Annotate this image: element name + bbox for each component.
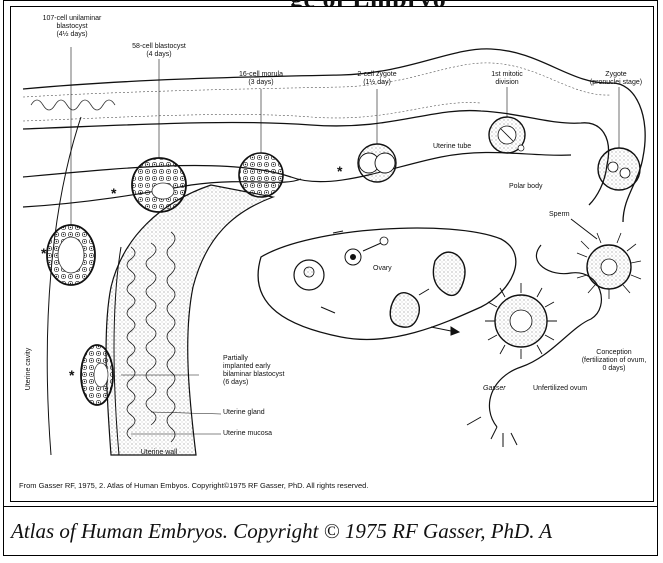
label-uterine-wall: Uterine wall [129, 449, 189, 457]
label-zygote-pronuclei: Zygote (pronuclei stage) [583, 71, 649, 87]
label-line: (1½ day) [351, 79, 403, 87]
zygote-pronuclei [598, 148, 640, 190]
label-uterine-gland: Uterine gland [223, 409, 265, 417]
label-uterine-tube: Uterine tube [433, 143, 471, 151]
caption-bar: Atlas of Human Embryos. Copyright © 1975… [3, 506, 658, 556]
label-partially-implanted: Partially implanted early bilaminar blas… [223, 355, 284, 387]
label-line: 1st mitotic [485, 71, 529, 79]
label-line: Conception [575, 349, 653, 357]
label-line: bilaminar blastocyst [223, 371, 284, 379]
figure-caption: Atlas of Human Embryos. Copyright © 1975… [11, 519, 552, 544]
label-first-mitotic: 1st mitotic division [485, 71, 529, 87]
label-line: (6 days) [223, 379, 284, 387]
label-line: (fertilization of ovum, [575, 357, 653, 365]
label-morula-16: 16-cell morula (3 days) [233, 71, 289, 87]
label-ovary: Ovary [373, 265, 392, 273]
embryo-development-figure: 107-cell unilaminar blastocyst (4½ days)… [10, 6, 654, 502]
label-line: 107-cell unilaminar [41, 15, 103, 23]
label-line: (4½ days) [41, 31, 103, 39]
figure-drawing [11, 7, 654, 502]
label-line: Partially [223, 355, 284, 363]
zygote-2-cell [358, 144, 396, 182]
label-conception: Conception (fertilization of ovum, 0 day… [575, 349, 653, 373]
ovary [258, 228, 516, 340]
label-zygote-2cell: 2-cell zygote (1½ day) [351, 71, 403, 87]
label-line: (4 days) [123, 51, 195, 59]
star-marker: * [41, 245, 46, 261]
label-line: 0 days) [575, 365, 653, 373]
label-uterine-mucosa: Uterine mucosa [223, 430, 272, 438]
conception-ovum [577, 233, 641, 299]
label-blastocyst-58: 58-cell blastocyst (4 days) [123, 43, 195, 59]
label-line: blastocyst [41, 23, 103, 31]
label-sperm: Sperm [549, 211, 570, 219]
label-unfertilized-ovum: Unfertilized ovum [533, 385, 587, 393]
figure-credit: From Gasser RF, 1975, 2. Atlas of Human … [19, 481, 368, 490]
label-polar-body: Polar body [509, 183, 542, 191]
first-mitotic-division [489, 117, 525, 153]
label-uterine-cavity: Uterine cavity [25, 343, 33, 395]
label-line: division [485, 79, 529, 87]
morula-16 [239, 153, 283, 197]
partially-implanted-blastocyst [81, 345, 113, 405]
label-line: 16-cell morula [233, 71, 289, 79]
label-line: 2-cell zygote [351, 71, 403, 79]
artist-signature: Gasser [483, 385, 506, 393]
label-line: (pronuclei stage) [583, 79, 649, 87]
label-line: 58-cell blastocyst [123, 43, 195, 51]
star-marker: * [69, 367, 74, 383]
star-marker: * [337, 163, 342, 179]
label-line: (3 days) [233, 79, 289, 87]
label-line: Zygote [583, 71, 649, 79]
label-blastocyst-107: 107-cell unilaminar blastocyst (4½ days) [41, 15, 103, 39]
label-line: implanted early [223, 363, 284, 371]
star-marker: * [111, 185, 116, 201]
